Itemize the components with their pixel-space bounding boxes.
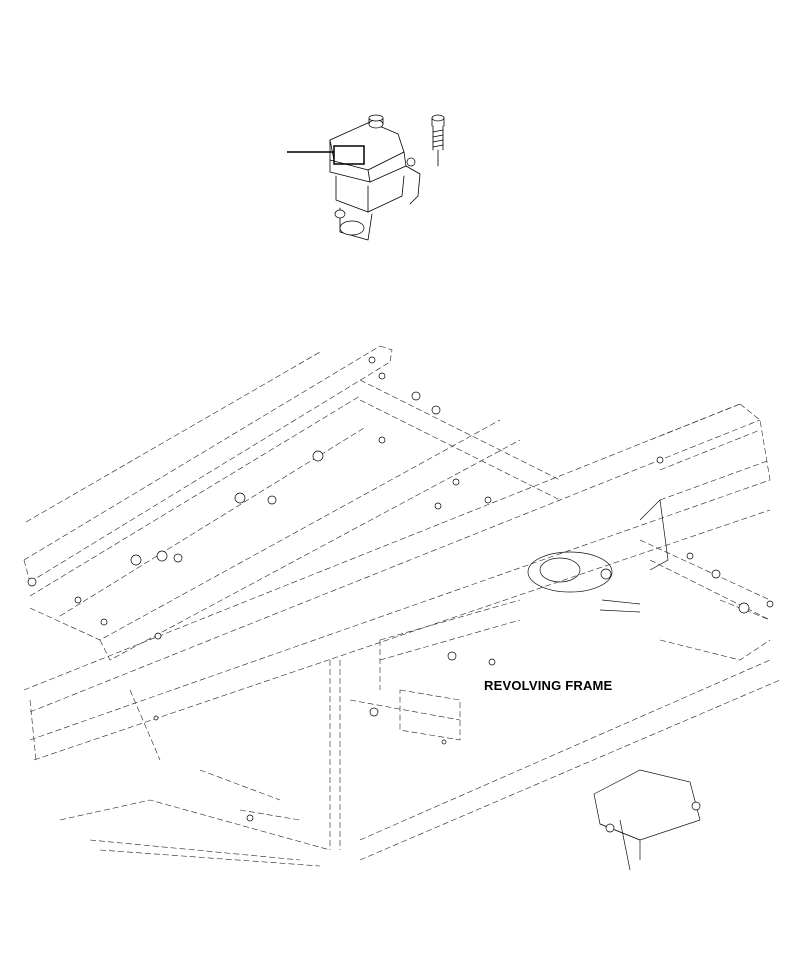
switch-box-component [287, 114, 445, 241]
revolving-frame-drawing [23, 345, 781, 871]
revolving-frame-label: REVOLVING FRAME [484, 678, 613, 693]
frame-bolts [27, 356, 774, 822]
bolt-icon [431, 114, 445, 167]
